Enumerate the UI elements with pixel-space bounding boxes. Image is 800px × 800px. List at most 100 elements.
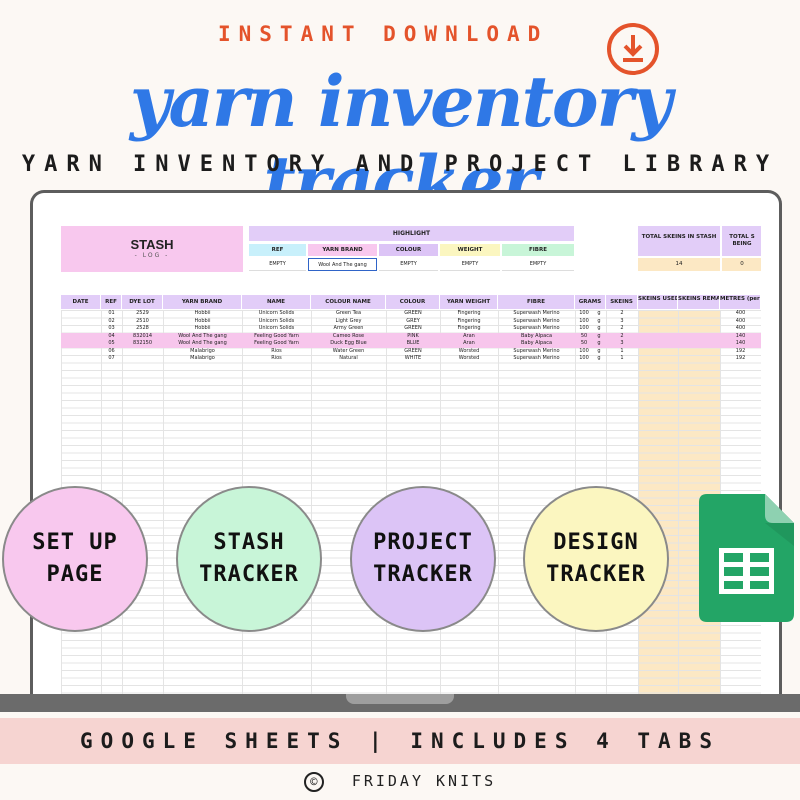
cell-skeins: 2 — [620, 332, 624, 339]
cell-ref: 04 — [108, 332, 115, 339]
cell-unit: g — [597, 325, 601, 331]
cell-brand: Malabrigo — [190, 347, 215, 354]
cell-weight: Aran — [463, 340, 475, 346]
cell-brand: Malabrigo — [190, 355, 215, 361]
total-value: 14 — [638, 258, 720, 271]
stash-subtitle: - LOG - — [134, 252, 170, 259]
download-icon — [607, 23, 659, 75]
grid-line — [163, 310, 164, 697]
highlight-select[interactable]: EMPTY — [249, 258, 306, 271]
cell-skeins: 3 — [620, 340, 624, 346]
cell-weight: Fingering — [457, 317, 481, 324]
cell-fibre: Baby Alpaca — [520, 340, 553, 346]
cell-metres: 192 — [735, 355, 746, 361]
cell-colour: WHITE — [404, 355, 422, 361]
cell-grams: 100 — [579, 310, 589, 316]
cell-lot: 2529 — [136, 310, 149, 316]
stash-title: STASH — [130, 237, 174, 252]
cell-lot: 832014 — [132, 332, 153, 339]
cell-ref: 07 — [108, 355, 115, 361]
cell-ref: 03 — [108, 325, 115, 331]
cell-brand: Hobbii — [194, 310, 211, 316]
cell-weight: Fingering — [457, 325, 481, 331]
cell-fibre: Superwash Merino — [513, 325, 560, 331]
highlight-select[interactable]: Wool And The gang — [308, 258, 377, 271]
total-label: TOTAL SKEINS IN STASH — [638, 226, 720, 256]
highlight-col-fibre: FIBRE — [502, 244, 574, 256]
column-header: COLOUR NAME — [311, 295, 386, 309]
cell-name: Feeling Good Yarn — [254, 332, 299, 339]
cell-colour: GREY — [406, 317, 420, 324]
column-header: METRES (per skein) — [720, 295, 761, 309]
bottom-banner: GOOGLE SHEETS | INCLUDES 4 TABS — [0, 718, 800, 764]
cell-name: Rios — [271, 355, 282, 361]
column-header: YARN WEIGHT — [440, 295, 498, 309]
tab-label: DESIGN TRACKER — [546, 530, 646, 587]
column-header: SKEINS REMAINING — [678, 295, 720, 309]
cell-ref: 06 — [108, 347, 115, 354]
google-sheets-icon — [699, 494, 794, 622]
cell-brand: Wool And The gang — [178, 340, 227, 346]
total-label: TOTAL S BEING — [722, 226, 761, 256]
cell-grams: 100 — [579, 347, 589, 354]
cell-weight: Aran — [463, 332, 475, 339]
column-header: DATE — [61, 295, 101, 309]
tab-project-tracker[interactable]: PROJECT TRACKER — [350, 486, 496, 632]
subtitle: YARN INVENTORY AND PROJECT LIBRARY — [21, 152, 779, 177]
cell-fibre: Superwash Merino — [513, 355, 560, 361]
tab-stash-tracker[interactable]: STASH TRACKER — [176, 486, 322, 632]
cell-grams: 50 — [580, 332, 588, 339]
table-row: 04 832014 Wool And The gang Feeling Good Ya… — [61, 332, 761, 340]
grid-line — [311, 310, 312, 697]
highlight-select[interactable]: EMPTY — [440, 258, 500, 271]
cell-metres: 192 — [735, 347, 746, 354]
column-header: NAME — [242, 295, 311, 309]
tab-design-tracker[interactable]: DESIGN TRACKER — [523, 486, 669, 632]
highlight-select[interactable]: EMPTY — [502, 258, 574, 271]
footer-brand: FRIDAY KNITS — [351, 772, 497, 790]
cell-brand: Hobbii — [194, 317, 211, 324]
cell-lot — [122, 355, 163, 363]
cell-skeins: 3 — [620, 317, 624, 324]
stash-log-title: STASH - LOG - — [61, 226, 243, 272]
column-header: SKEINS USED — [638, 295, 678, 309]
highlight-col-ref: REF — [249, 244, 306, 256]
cell-cname: Duck Egg Blue — [330, 340, 367, 346]
cell-brand: Wool And The gang — [178, 332, 227, 339]
cell-cname: Light Grey — [335, 317, 362, 324]
cell-ref: 05 — [108, 340, 115, 346]
highlight-title: HIGHLIGHT — [249, 226, 574, 241]
cell-cname: Army Green — [333, 325, 364, 331]
cell-grams: 100 — [579, 317, 589, 324]
highlight-col-yarn-brand: YARN BRAND — [308, 244, 377, 256]
cell-grams: 50 — [580, 340, 588, 346]
cell-fibre: Superwash Merino — [513, 347, 560, 354]
tab-set-up-page[interactable]: SET UP PAGE — [2, 486, 148, 632]
cell-fibre: Baby Alpaca — [520, 332, 553, 339]
cell-fibre: Superwash Merino — [513, 317, 560, 324]
cell-lot: 2510 — [136, 317, 149, 324]
cell-cname: Natural — [339, 355, 358, 361]
cell-grams: 100 — [579, 355, 589, 361]
cell-metres: 400 — [735, 310, 746, 316]
cell-cname: Water Green — [332, 347, 365, 354]
cell-metres: 400 — [735, 325, 746, 331]
cell-unit: g — [597, 340, 601, 346]
cell-brand: Hobbii — [194, 325, 211, 331]
cell-fibre: Superwash Merino — [513, 310, 560, 316]
cell-weight: Fingering — [457, 310, 481, 316]
cell-colour: BLUE — [406, 340, 420, 346]
cell-name: Unicorn Solids — [258, 310, 295, 316]
copyright-symbol: © — [303, 771, 324, 792]
tab-label: SET UP PAGE — [32, 530, 118, 587]
cell-ref: 01 — [108, 310, 115, 316]
highlight-select[interactable]: EMPTY — [379, 258, 438, 271]
column-header: DYE LOT — [122, 295, 163, 309]
highlight-col-weight: WEIGHT — [440, 244, 500, 256]
cell-unit: g — [597, 332, 601, 339]
column-header: REF — [101, 295, 122, 309]
